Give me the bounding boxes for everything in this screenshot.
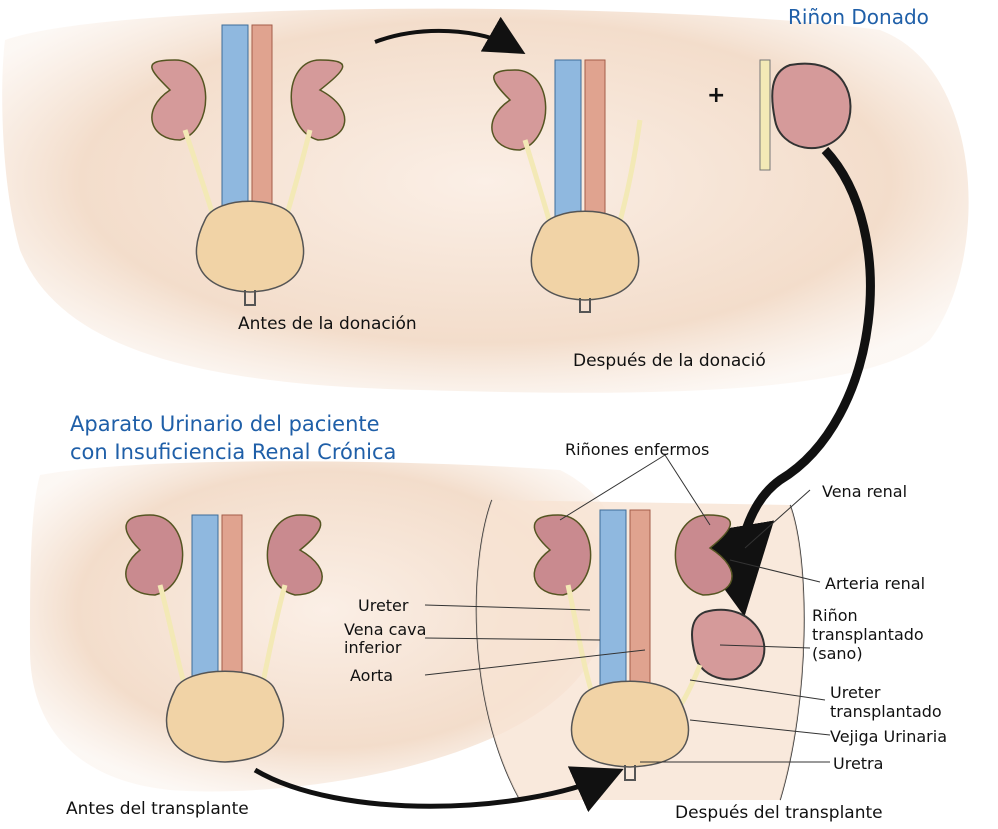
- label-uretra: Uretra: [833, 754, 883, 773]
- caption-after-donation: Después de la donació: [573, 352, 766, 371]
- label-vena-cava-2: inferior: [344, 638, 401, 657]
- label-rinon-transplantado-2: transplantado: [812, 625, 924, 644]
- label-vejiga-urinaria: Vejiga Urinaria: [830, 727, 947, 746]
- label-diseased-kidneys: Riñones enfermos: [565, 440, 709, 459]
- label-rinon-transplantado-3: (sano): [812, 644, 863, 663]
- label-vena-cava-1: Vena cava: [344, 620, 426, 639]
- label-rinon-transplantado-1: Riñon: [812, 606, 858, 625]
- caption-before-transplant: Antes del transplante: [66, 800, 249, 819]
- plus-sign: +: [707, 86, 725, 105]
- caption-after-transplant: Después del transplante: [675, 804, 883, 823]
- label-ureter: Ureter: [358, 596, 408, 615]
- patient-title-line2: con Insuficiencia Renal Crónica: [70, 438, 396, 466]
- label-aorta: Aorta: [350, 666, 393, 685]
- patient-title-line1: Aparato Urinario del paciente: [70, 410, 380, 438]
- title-donated-kidney: Riñon Donado: [788, 3, 929, 31]
- label-vena-renal: Vena renal: [822, 482, 907, 501]
- label-ureter-transplantado-1: Ureter: [830, 683, 880, 702]
- caption-before-donation: Antes de la donación: [238, 315, 417, 334]
- label-arteria-renal: Arteria renal: [825, 574, 925, 593]
- label-ureter-transplantado-2: transplantado: [830, 702, 942, 721]
